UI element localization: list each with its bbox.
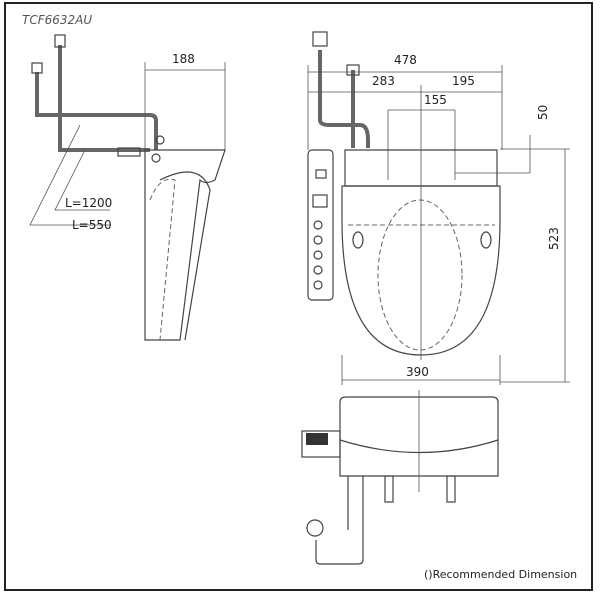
plug-icon <box>31 62 43 74</box>
side-view: 188 L=1200 L=550 <box>29 34 226 341</box>
front-view <box>301 390 499 565</box>
dim-390: 390 <box>406 365 429 379</box>
power-plug-icon <box>54 34 66 48</box>
dim-523: 523 <box>547 227 561 250</box>
dim-195: 195 <box>452 74 475 88</box>
side-control-panel <box>307 149 334 301</box>
cable-length-550: L=550 <box>72 218 112 232</box>
dim-50: 50 <box>536 105 550 120</box>
water-valve-icon <box>306 519 324 537</box>
dim-188: 188 <box>172 52 195 66</box>
model-title: TCF6632AU <box>22 13 92 27</box>
dim-478: 478 <box>394 53 417 67</box>
water-inlet-icon <box>346 64 360 76</box>
dim-283: 283 <box>372 74 395 88</box>
drawing-border <box>4 2 593 591</box>
top-view: 478 283 195 155 50 523 390 <box>307 31 570 385</box>
cable-length-1200: L=1200 <box>65 196 112 210</box>
dim-155: 155 <box>424 93 447 107</box>
footnote: ()Recommended Dimension <box>424 568 577 581</box>
power-plug-icon <box>312 31 328 47</box>
